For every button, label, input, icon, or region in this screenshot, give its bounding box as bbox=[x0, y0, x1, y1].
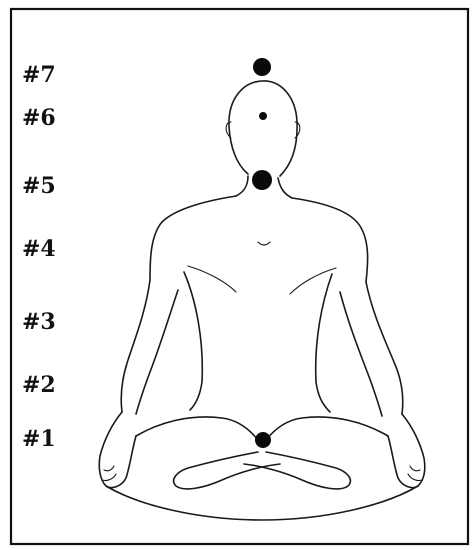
chakra-5-throat-dot bbox=[252, 170, 272, 190]
label-7: #7 bbox=[22, 62, 56, 88]
label-4: #4 bbox=[22, 236, 56, 262]
label-5: #5 bbox=[22, 173, 56, 199]
frame-border bbox=[11, 9, 468, 544]
label-1: #1 bbox=[22, 426, 56, 452]
label-3: #3 bbox=[22, 309, 56, 335]
chakra-6-brow-dot bbox=[259, 112, 267, 120]
chakra-1-root-dot bbox=[255, 432, 271, 448]
chakra-7-crown-dot bbox=[253, 58, 271, 76]
label-6: #6 bbox=[22, 105, 56, 131]
label-2: #2 bbox=[22, 372, 56, 398]
